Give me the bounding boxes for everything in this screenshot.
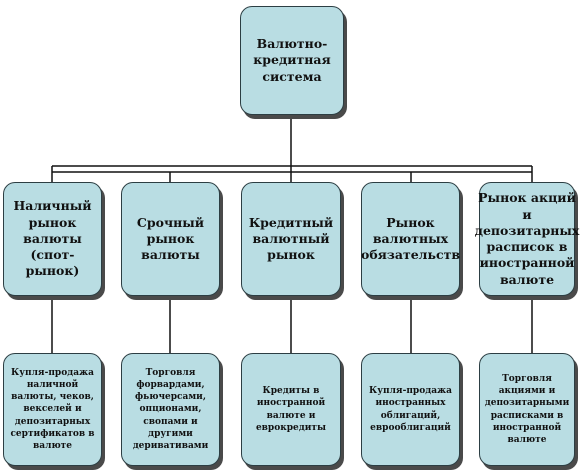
leaf-node-credit-market: Кредиты в иностранной валюте и еврокреди… (241, 353, 341, 466)
leaf-node-spot-market: Купля-продажа наличной валюты, чеков, ве… (3, 353, 102, 466)
leaf-node-equity-market: Торговля акциями и депозитарными расписк… (479, 353, 575, 466)
branch-node-forward-market: Срочный рынок валюты (121, 182, 220, 296)
branch-node-equity-market: Рынок акций и депозитарных расписок в ин… (475, 182, 579, 296)
branch-node-credit-market: Кредитный валютный рынок (241, 182, 341, 296)
leaf-node-forward-market: Торговля форвардами, фьючерсами, опциона… (121, 353, 220, 466)
leaf-node-bond-market: Купля-продажа иностранных облигаций, евр… (361, 353, 460, 466)
branch-node-bond-market: Рынок валютных обязательств (361, 182, 460, 296)
root-node: Валютно- кредитная система (240, 6, 344, 115)
branch-node-spot-market: Наличный рынок валюты (спот-рынок) (3, 182, 102, 296)
